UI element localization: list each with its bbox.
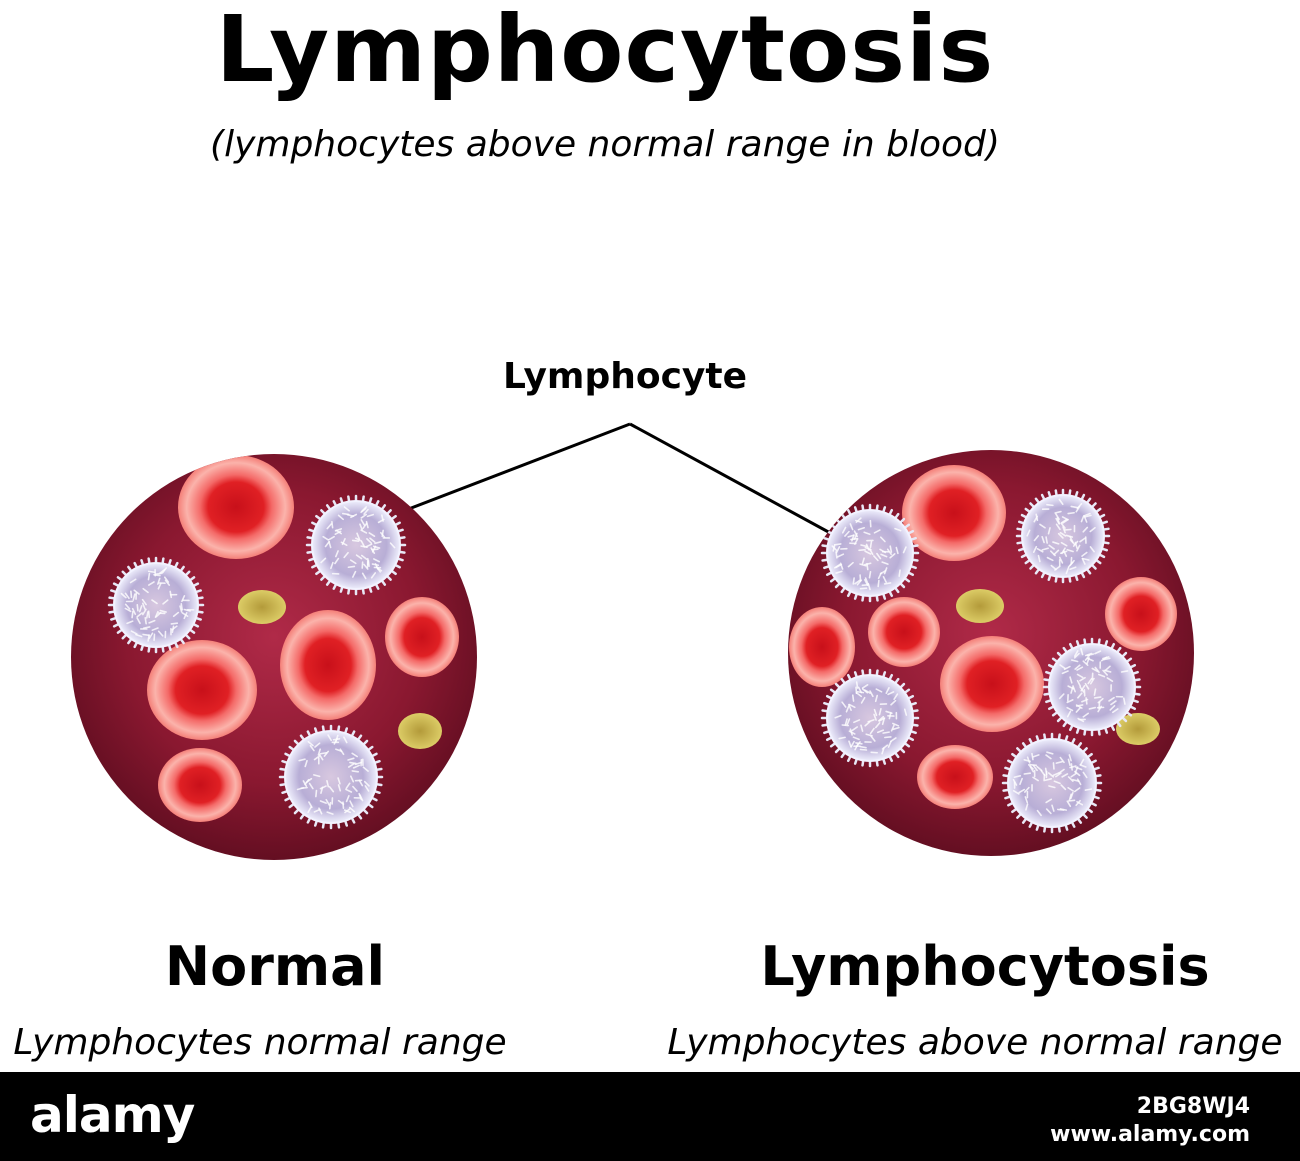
footer-logo: alamy	[30, 1086, 195, 1144]
lymphocyte	[1015, 488, 1111, 584]
red-blood-cell	[868, 597, 940, 667]
red-blood-cell	[1105, 577, 1177, 651]
red-blood-cell	[280, 610, 376, 720]
red-blood-cell	[902, 465, 1006, 561]
panel-caption-normal: Lymphocytes normal range	[13, 1022, 507, 1063]
page-subtitle: (lymphocytes above normal range in blood…	[210, 124, 1000, 165]
platelet	[398, 713, 442, 749]
normal-blood-sample	[71, 454, 477, 860]
lymphocyte-callout-label: Lymphocyte	[502, 356, 748, 397]
platelet	[238, 590, 286, 624]
red-blood-cell	[940, 636, 1044, 732]
lymphocyte	[1042, 637, 1142, 737]
red-blood-cell	[158, 748, 242, 822]
footer-image-id: 2BG8WJ4	[1136, 1094, 1250, 1119]
panel-label-lymphocytosis: Lymphocytosis	[760, 935, 1210, 998]
lymphocyte	[107, 556, 205, 654]
lymphocyte	[820, 668, 920, 768]
red-blood-cell	[917, 745, 993, 809]
red-blood-cell	[385, 597, 459, 677]
panel-caption-lymphocytosis: Lymphocytes above normal range	[667, 1022, 1283, 1063]
footer-bar	[0, 1072, 1300, 1161]
callout-lines	[379, 422, 846, 543]
lymphocyte	[820, 503, 920, 603]
lymphocyte	[305, 494, 407, 596]
red-blood-cell	[147, 640, 257, 740]
platelet	[956, 589, 1004, 623]
panel-label-normal: Normal	[164, 935, 386, 998]
lymphocytosis-blood-sample	[788, 450, 1194, 856]
red-blood-cell	[789, 607, 855, 687]
callout-line-left	[379, 422, 631, 522]
lymphocyte	[1001, 732, 1103, 834]
page-title: Lymphocytosis	[215, 0, 995, 103]
lymphocyte	[278, 724, 384, 830]
red-blood-cell	[178, 455, 294, 559]
footer-url: www.alamy.com	[1050, 1122, 1250, 1147]
callout-line-right	[629, 422, 846, 543]
